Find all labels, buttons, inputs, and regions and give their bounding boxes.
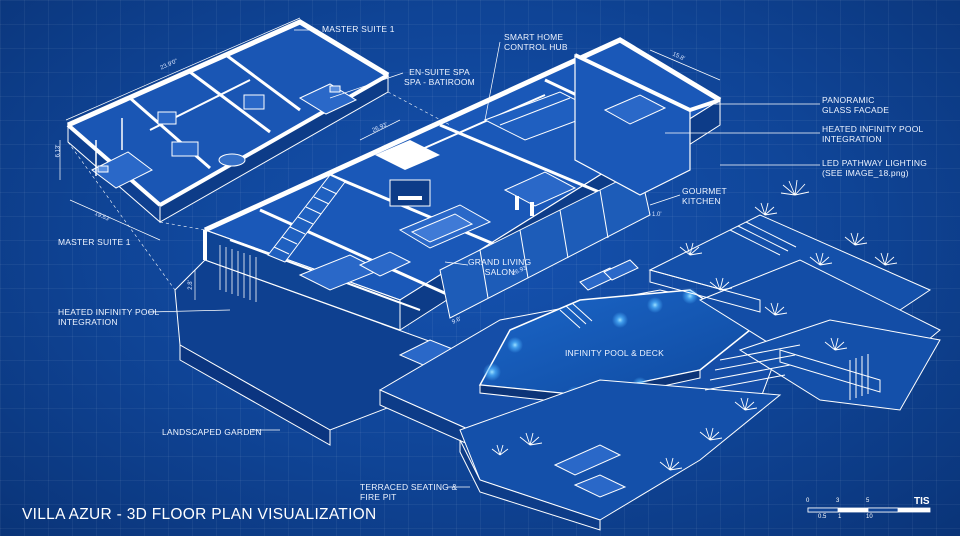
label-smart-home: SMART HOME CONTROL HUB — [504, 32, 568, 52]
master-suite-wing — [66, 19, 390, 224]
brand-logo: TIS — [914, 496, 930, 507]
label-led-pathway: LED PATHWAY LIGHTING (SEE IMAGE_18.png) — [822, 158, 927, 178]
label-heated-pool-left: HEATED INFINITY POOL INTEGRATION — [58, 307, 159, 327]
main-house — [174, 37, 722, 446]
label-terraced-line1: TERRACED SEATING & — [360, 482, 458, 492]
label-heated-right-line1: HEATED INFINITY POOL — [822, 124, 924, 134]
dimension-label: 6.13' — [55, 144, 62, 158]
label-ensuite-line2: SPA - BATIROOM — [404, 77, 475, 87]
label-panoramic-line1: PANORAMIC — [822, 95, 875, 105]
dimension-label: 1.0' — [652, 212, 662, 218]
scale-label-top-0: 0 — [806, 498, 810, 504]
label-heated-pool-right: HEATED INFINITY POOL INTEGRATION — [822, 124, 923, 144]
label-led-line2: (SEE IMAGE_18.png) — [822, 168, 909, 178]
label-heated-left-line2: INTEGRATION — [58, 317, 118, 327]
label-terraced-seating: TERRACED SEATING & FIRE PIT — [360, 482, 457, 502]
label-heated-left-line1: HEATED INFINITY POOL — [58, 307, 160, 317]
label-master-suite-left: MASTER SUITE 1 — [58, 237, 131, 247]
dimension-label: 2.8' — [187, 280, 194, 290]
scale-label-bottom-0: 0.5 — [818, 514, 827, 520]
label-smart-home-line2: CONTROL HUB — [504, 42, 568, 52]
label-grand-living-line1: GRAND LIVING — [468, 257, 532, 267]
label-ensuite-spa: EN-SUITE SPA SPA - BATIROOM — [404, 67, 475, 87]
label-led-line1: LED PATHWAY LIGHTING — [822, 158, 928, 168]
label-panoramic: PANORAMIC GLASS FACADE — [822, 95, 889, 115]
label-panoramic-line2: GLASS FACADE — [822, 105, 890, 115]
label-terraced-line2: FIRE PIT — [360, 492, 397, 502]
label-grand-living-line2: SALON — [484, 267, 515, 277]
label-grand-living: GRAND LIVING SALON — [468, 257, 531, 277]
label-landscaped-garden: LANDSCAPED GARDEN — [162, 427, 262, 437]
scale-label-bottom-1: 1 — [838, 514, 842, 520]
scale-label-top-2: 5 — [866, 498, 870, 504]
label-heated-right-line2: INTEGRATION — [822, 134, 882, 144]
label-gourmet-line2: KITCHEN — [682, 196, 721, 206]
scale-bar — [807, 507, 931, 513]
scale-label-bottom-2: 10 — [866, 514, 873, 520]
label-infinity-pool: INFINITY POOL & DECK — [565, 348, 664, 358]
staircase — [267, 174, 346, 263]
label-gourmet-line1: GOURMET — [682, 186, 727, 196]
terraced-garden — [459, 214, 941, 531]
plants — [491, 179, 898, 471]
scale-label-top-1: 3 — [836, 498, 840, 504]
label-gourmet-kitchen: GOURMET KITCHEN — [682, 186, 727, 206]
page-title: VILLA AZUR - 3D FLOOR PLAN VISUALIZATION — [22, 506, 377, 523]
leader-lines — [59, 17, 820, 488]
label-smart-home-line1: SMART HOME — [504, 32, 564, 42]
label-master-suite-top: MASTER SUITE 1 — [322, 24, 395, 34]
dashed-connector — [67, 91, 451, 291]
label-ensuite-line1: EN-SUITE SPA — [409, 67, 470, 77]
